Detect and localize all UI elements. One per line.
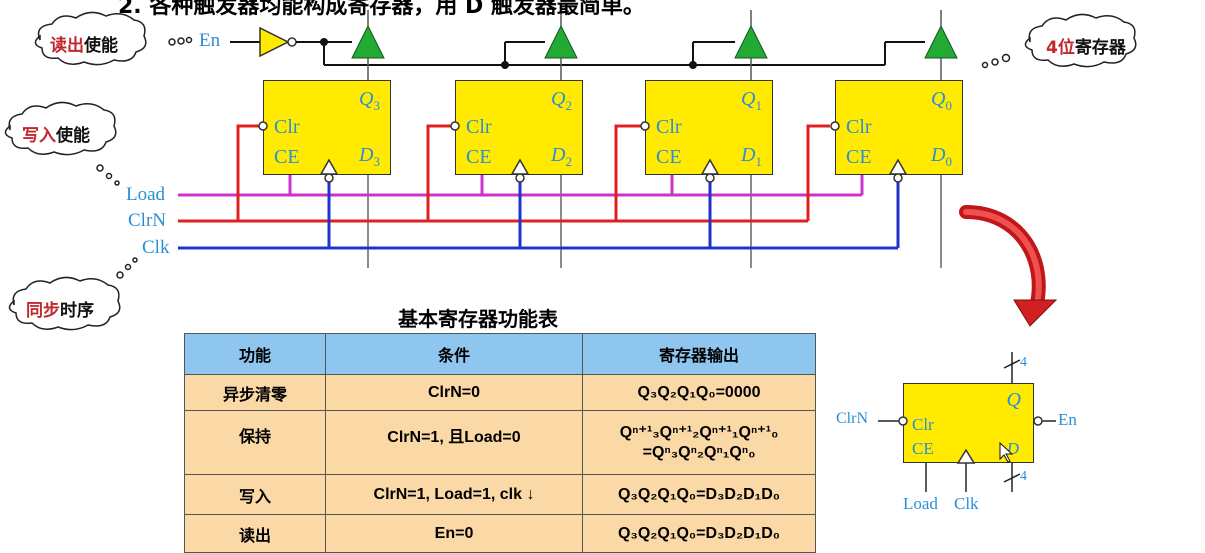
- symbol-en-label: En: [1058, 410, 1077, 429]
- symbol-ce-label: CE: [912, 439, 934, 458]
- table-row: 异步清零 ClrN=0 Q₃Q₂Q₁Q₀=0000: [184, 374, 816, 411]
- callout-sync-timing-text: 同步时序: [26, 296, 94, 321]
- signal-clk-label: Clk: [142, 237, 170, 258]
- symbol-clr-label: Clr: [912, 415, 934, 434]
- symbol-load-label: Load: [903, 494, 938, 513]
- callout-read-enable-text: 读出使能: [50, 31, 118, 56]
- ff2-ce-label: CE: [466, 146, 492, 168]
- flipflop-0: Q0 Clr CE D0: [835, 80, 963, 175]
- callout-sync-timing: [8, 257, 138, 331]
- callout-four-bit-text: 4位寄存器: [1046, 33, 1126, 58]
- symbol-d-label: D: [1006, 439, 1019, 458]
- table-cell-cond: ClrN=1, 且Load=0: [325, 410, 583, 475]
- table-cell-out-line1: Qⁿ⁺¹₃Qⁿ⁺¹₂Qⁿ⁺¹₁Qⁿ⁺¹₀: [619, 423, 779, 441]
- red-curved-arrow: [959, 205, 1058, 327]
- callout-write-enable-text: 写入使能: [22, 121, 90, 146]
- callout-read-enable: [34, 11, 193, 66]
- ff1-q-label: Q1: [741, 88, 762, 113]
- ff3-ce-label: CE: [274, 146, 300, 168]
- clk-wire: [178, 180, 900, 250]
- table-row: 保持 ClrN=1, 且Load=0 Qⁿ⁺¹₃Qⁿ⁺¹₂Qⁿ⁺¹₁Qⁿ⁺¹₀ …: [184, 410, 816, 475]
- ff0-q-label: Q0: [931, 88, 952, 113]
- ff2-q-label: Q2: [551, 88, 572, 113]
- symbol-width-top: 4: [1020, 355, 1027, 370]
- callout-sync-timing-rest: 时序: [60, 301, 94, 321]
- ff3-clr-label: Clr: [274, 116, 300, 138]
- table-title: 基本寄存器功能表: [398, 307, 558, 331]
- table-cell-cond: ClrN=1, Load=1, clk ↓: [325, 474, 583, 515]
- callout-read-enable-rest: 使能: [84, 36, 118, 56]
- callout-write-enable-rest: 使能: [56, 126, 90, 146]
- ff2-d-label: D2: [551, 144, 572, 169]
- table-cell-func: 读出: [184, 514, 326, 553]
- callout-four-bit-hl: 4位: [1046, 38, 1075, 58]
- register-symbol: Q Clr CE D: [903, 383, 1034, 463]
- ff0-clr-label: Clr: [846, 116, 872, 138]
- ff3-q-label: Q3: [359, 88, 380, 113]
- table-header-row: 功能 条件 寄存器输出: [184, 333, 816, 375]
- table-cell-out-line2: =Qⁿ₃Qⁿ₂Qⁿ₁Qⁿ₀: [642, 443, 756, 461]
- callout-read-enable-hl: 读出: [50, 36, 84, 56]
- signal-en-label: En: [199, 30, 221, 51]
- table-header-func: 功能: [184, 333, 326, 375]
- table-cell-out: Q₃Q₂Q₁Q₀=D₃D₂D₁D₀: [582, 514, 816, 553]
- table-cell-func: 异步清零: [184, 374, 326, 411]
- clrn-wire: [178, 124, 830, 223]
- function-table: 功能 条件 寄存器输出 异步清零 ClrN=0 Q₃Q₂Q₁Q₀=0000 保持…: [184, 333, 816, 553]
- callout-four-bit: [981, 13, 1137, 69]
- symbol-q-label: Q: [1006, 389, 1021, 411]
- callout-write-enable-hl: 写入: [22, 126, 56, 146]
- table-cell-out: Q₃Q₂Q₁Q₀=D₃D₂D₁D₀: [582, 474, 816, 515]
- table-cell-cond: ClrN=0: [325, 374, 583, 411]
- ff2-clr-label: Clr: [466, 116, 492, 138]
- flipflop-1: Q1 Clr CE D1: [645, 80, 773, 175]
- table-row: 写入 ClrN=1, Load=1, clk ↓ Q₃Q₂Q₁Q₀=D₃D₂D₁…: [184, 474, 816, 515]
- callout-four-bit-rest: 寄存器: [1074, 38, 1126, 58]
- signal-clrn-label: ClrN: [128, 210, 166, 231]
- table-cell-func: 写入: [184, 474, 326, 515]
- ff0-d-label: D0: [931, 144, 952, 169]
- table-row: 读出 En=0 Q₃Q₂Q₁Q₀=D₃D₂D₁D₀: [184, 514, 816, 553]
- table-cell-out: Qⁿ⁺¹₃Qⁿ⁺¹₂Qⁿ⁺¹₁Qⁿ⁺¹₀ =Qⁿ₃Qⁿ₂Qⁿ₁Qⁿ₀: [582, 410, 816, 475]
- table-cell-cond: En=0: [325, 514, 583, 553]
- output-buffers: [351, 10, 958, 80]
- table-header-out: 寄存器输出: [582, 333, 816, 375]
- page-title: 2. 各种触发器均能构成寄存器，用 D 触发器最简单。: [118, 0, 645, 19]
- symbol-width-bottom: 4: [1020, 469, 1027, 484]
- symbol-clrn-label: ClrN: [836, 410, 868, 427]
- callout-write-enable: [4, 101, 120, 186]
- table-cell-out: Q₃Q₂Q₁Q₀=0000: [582, 374, 816, 411]
- ff0-ce-label: CE: [846, 146, 872, 168]
- flipflop-3: Q3 Clr CE D3: [263, 80, 391, 175]
- ff1-ce-label: CE: [656, 146, 682, 168]
- ff3-d-label: D3: [359, 144, 380, 169]
- table-header-cond: 条件: [325, 333, 583, 375]
- en-inverter: [230, 26, 925, 69]
- symbol-clk-label: Clk: [954, 494, 979, 513]
- callout-sync-timing-hl: 同步: [26, 301, 60, 321]
- ff1-d-label: D1: [741, 144, 762, 169]
- flipflop-2: Q2 Clr CE D2: [455, 80, 583, 175]
- table-cell-func: 保持: [184, 410, 326, 475]
- signal-load-label: Load: [126, 184, 166, 205]
- ff1-clr-label: Clr: [656, 116, 682, 138]
